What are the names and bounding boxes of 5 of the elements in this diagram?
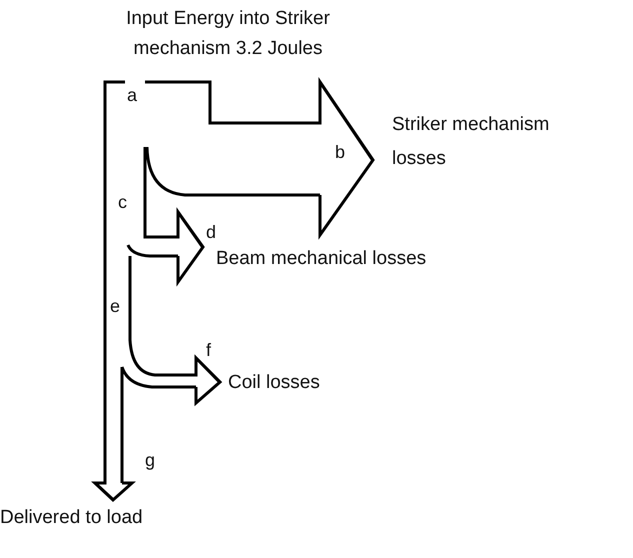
- node-label: Beam mechanical losses: [200, 244, 546, 274]
- node-label: Coil losses: [218, 368, 378, 398]
- node-label: Striker mechanism losses: [370, 108, 567, 176]
- node-label: Input Energy into Striker mechanism 3.2 Joules: [78, 4, 378, 86]
- node-label: Delivered to load: [0, 499, 200, 533]
